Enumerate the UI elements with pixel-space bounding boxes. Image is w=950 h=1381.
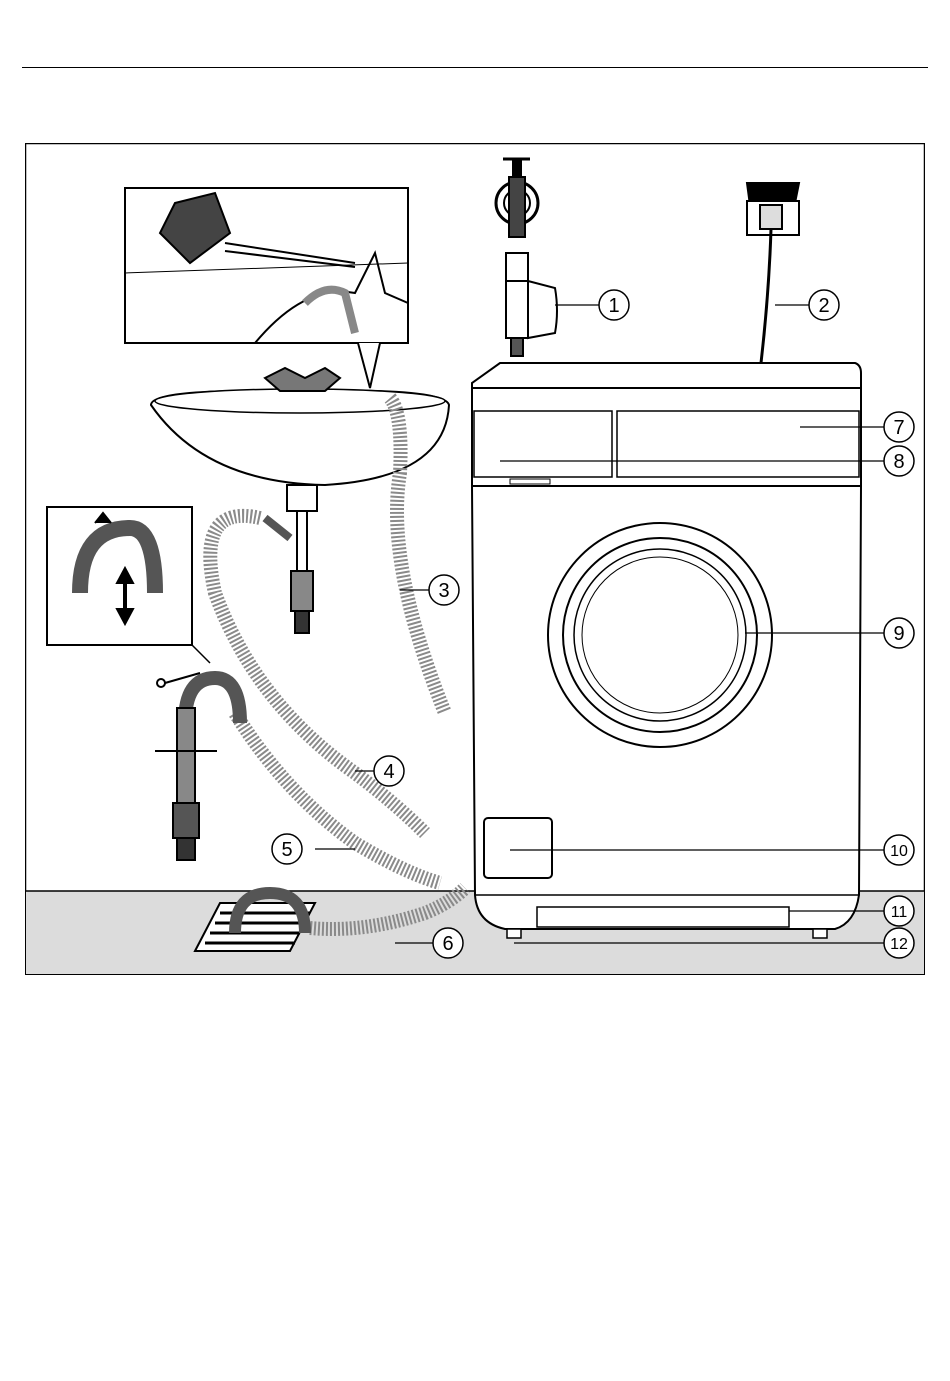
callout-3-label: 3 <box>438 580 449 602</box>
callout-6-label: 6 <box>442 933 453 955</box>
diagram-frame: 1 2 3 4 5 6 7 8 9 10 11 12 <box>25 143 925 975</box>
callout-8-label: 8 <box>893 451 904 473</box>
callout-2: 2 <box>809 290 839 320</box>
callout-9: 9 <box>884 618 914 648</box>
callout-11-label: 11 <box>891 904 908 921</box>
callout-6: 6 <box>433 928 463 958</box>
installation-diagram: 1 2 3 4 5 6 7 8 9 10 11 12 <box>25 143 925 975</box>
callout-11: 11 <box>884 896 914 926</box>
callout-1-label: 1 <box>608 295 619 317</box>
foot-right <box>813 929 827 938</box>
callout-7-label: 7 <box>893 417 904 439</box>
callout-5: 5 <box>272 834 302 864</box>
header-rule <box>22 67 928 68</box>
callout-7: 7 <box>884 412 914 442</box>
callout-1: 1 <box>599 290 629 320</box>
callout-4-label: 4 <box>383 761 394 783</box>
standpipe-detail-inset <box>47 507 210 663</box>
service-flap <box>484 818 552 878</box>
detergent-drawer <box>474 411 612 477</box>
callout-5-label: 5 <box>281 839 292 861</box>
callout-2-label: 2 <box>818 295 829 317</box>
callout-12: 12 <box>884 928 914 958</box>
callout-10-label: 10 <box>890 843 908 860</box>
foot-left <box>507 929 521 938</box>
plinth <box>537 907 789 927</box>
callout-8: 8 <box>884 446 914 476</box>
callout-9-label: 9 <box>893 623 904 645</box>
washing-machine <box>472 363 861 938</box>
control-panel <box>617 411 859 477</box>
callout-3: 3 <box>429 575 459 605</box>
callout-4: 4 <box>374 756 404 786</box>
callout-10: 10 <box>884 835 914 865</box>
callout-12-label: 12 <box>890 936 908 953</box>
